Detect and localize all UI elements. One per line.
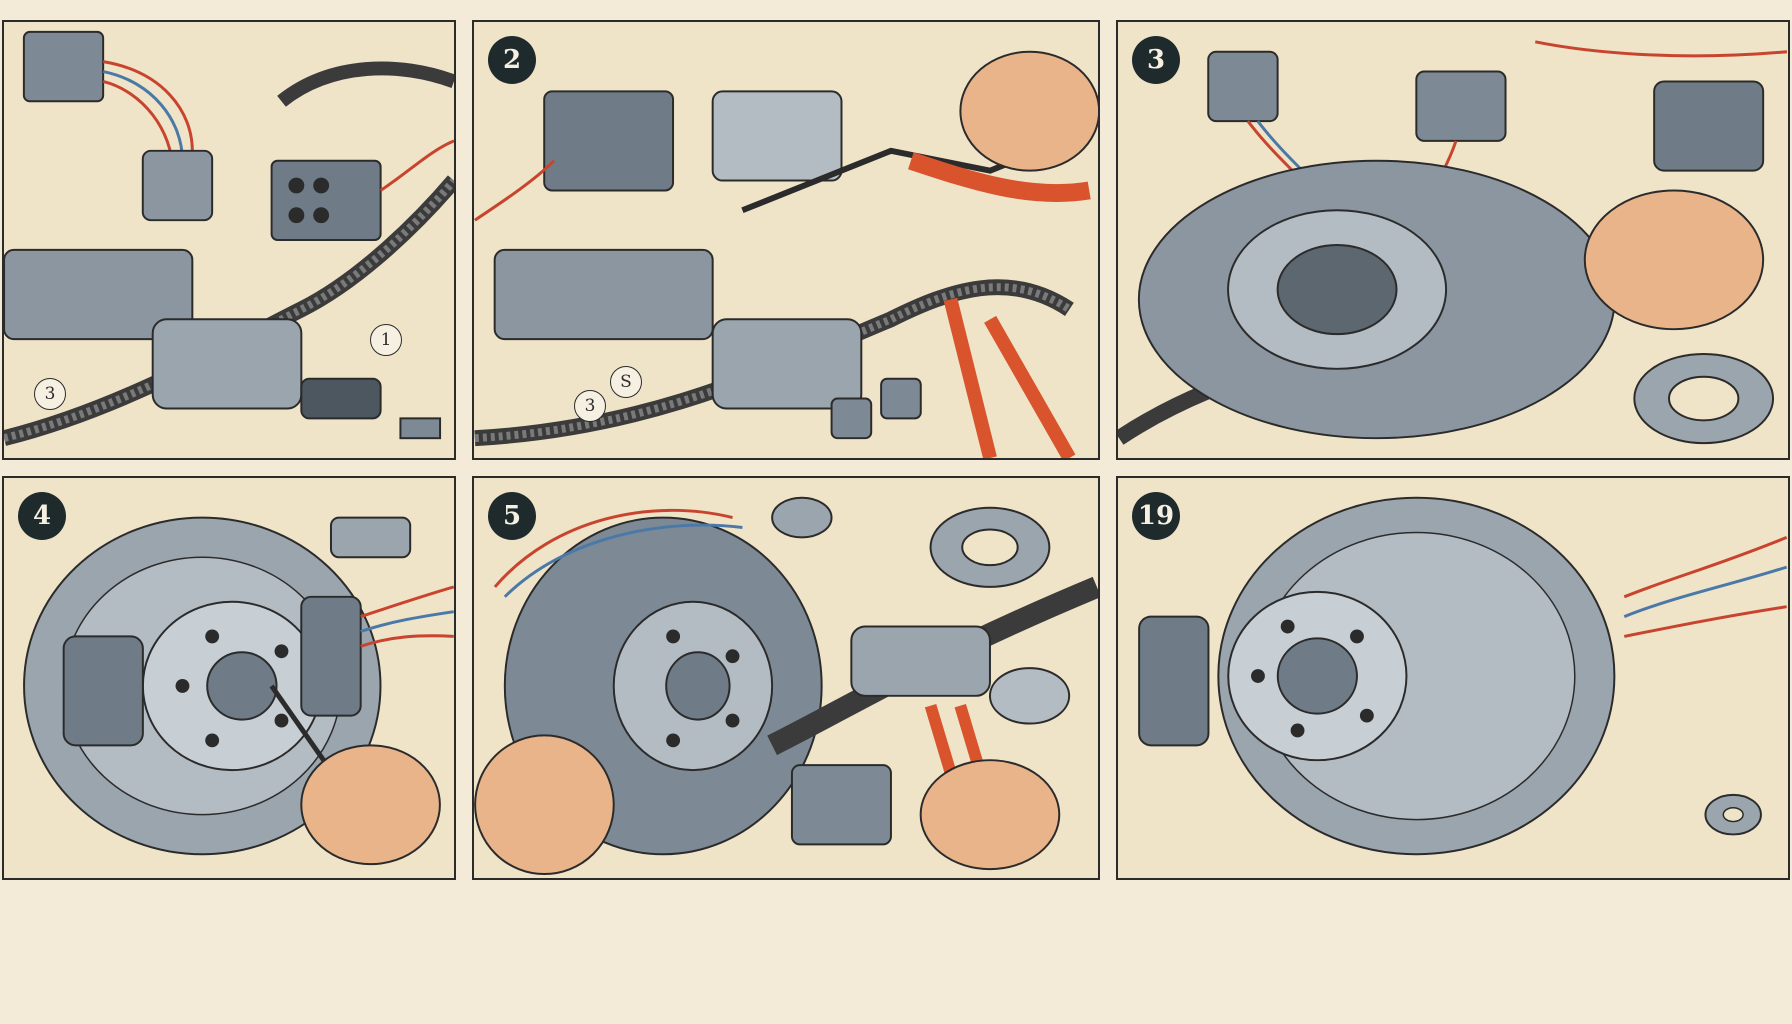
- panel-1: 3 1: [2, 20, 456, 460]
- hand: [959, 50, 1098, 172]
- small-label: 3: [574, 390, 606, 422]
- step-badge: 4: [18, 492, 66, 540]
- connector-block: [22, 30, 105, 103]
- small-label: S: [610, 366, 642, 398]
- sensor-cylinder: [850, 625, 991, 697]
- sensor-cylinder: [711, 318, 863, 410]
- step-badge: 3: [1132, 36, 1180, 84]
- connector-block: [543, 90, 675, 192]
- step-badge: 2: [488, 36, 536, 84]
- seal-ring: [988, 667, 1071, 725]
- hand: [1583, 189, 1765, 331]
- panel-2: 2 3 S: [472, 20, 1100, 460]
- plug: [141, 149, 214, 222]
- step-badge: 19: [1132, 492, 1180, 540]
- small-label: 1: [370, 324, 402, 356]
- hand-left: [474, 734, 615, 876]
- small-label: 3: [34, 378, 66, 410]
- panel-5: 5: [472, 476, 1100, 880]
- washer: [771, 496, 833, 539]
- panel-6: 19: [1116, 476, 1790, 880]
- panel-4-illustration: [23, 516, 454, 866]
- socket-connector: [270, 159, 382, 241]
- panel-5-illustration: [474, 496, 1098, 876]
- actuator-assembly: [4, 248, 194, 341]
- panel-6-illustration: [1138, 496, 1788, 856]
- caliper: [1138, 615, 1210, 747]
- step-badge: 5: [488, 492, 536, 540]
- panel-4: 4: [2, 476, 456, 880]
- panel-3: 3: [1116, 20, 1790, 460]
- caliper-right: [300, 595, 362, 717]
- connector-top: [1207, 50, 1279, 123]
- hand-right: [919, 759, 1061, 871]
- hand: [300, 744, 441, 866]
- connector-right: [1415, 70, 1507, 142]
- panel-3-illustration: [1118, 40, 1788, 445]
- sensor-cylinder: [151, 318, 303, 410]
- caliper-left: [62, 635, 144, 747]
- caliper-assembly: [493, 248, 714, 341]
- module-box: [1653, 80, 1765, 172]
- sensor-plug: [329, 516, 412, 559]
- panel-1-illustration: [4, 30, 454, 446]
- connector-block: [790, 764, 892, 846]
- harness-top: [277, 61, 454, 107]
- bracket: [711, 90, 843, 182]
- panel-2-illustration: [474, 50, 1098, 458]
- cutter-tool: [943, 297, 1076, 458]
